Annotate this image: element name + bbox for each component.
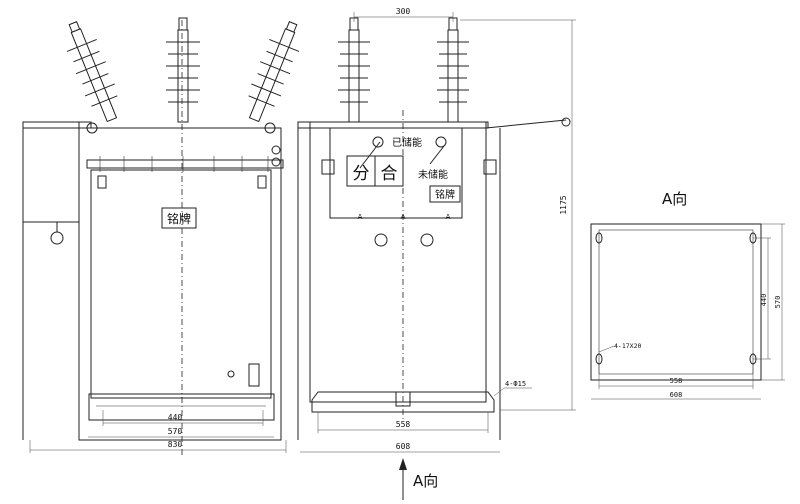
section-mark-a1: A (358, 213, 363, 221)
dim-base-440: 440 (760, 294, 768, 307)
dim-left-570: 570 (168, 427, 183, 436)
ground-terminal (227, 370, 235, 378)
tank (90, 169, 272, 399)
side-bushing-left (338, 17, 370, 123)
operating-panel (329, 127, 463, 219)
left-view: 铭牌 440 570 830 (22, 17, 300, 455)
side-base (311, 391, 495, 413)
bushing-left (66, 21, 118, 123)
side-roof (297, 121, 489, 129)
operating-lever (485, 119, 567, 129)
view-arrow-head (399, 458, 407, 470)
handle-ring (50, 231, 64, 245)
hinge-right (264, 122, 276, 134)
mount-bar (86, 159, 284, 169)
uncharged-indicator (435, 136, 447, 148)
mount-hole-tl (595, 232, 603, 244)
base-plate-inner (598, 229, 754, 375)
dim-right-558: 558 (396, 420, 411, 429)
nameplate-label-left: 铭牌 (167, 211, 191, 226)
dim-1175: 1175 (559, 195, 568, 214)
side-box (22, 121, 80, 223)
bushing-middle (166, 17, 200, 123)
nameplate-box-right (429, 185, 461, 203)
open-label: 分 (353, 164, 370, 184)
nameplate-box-left (161, 207, 197, 229)
panel-clamp-left (321, 159, 335, 175)
base-plate-outline (590, 223, 762, 381)
hole-callout-right: 4-Ф15 (505, 380, 526, 388)
state-charged: 已储能 (392, 136, 422, 149)
dim-right-608: 608 (396, 442, 411, 451)
charged-pointer (359, 141, 381, 169)
bar-bolts (99, 156, 269, 172)
charged-indicator (372, 136, 384, 148)
dim-left-830: 830 (168, 440, 183, 449)
left-dimensions (29, 410, 287, 453)
ring-handle-left (374, 233, 388, 247)
right-view: 已储能 未储能 分 合 铭牌 A A A 300 1175 4-Ф15 (297, 7, 576, 500)
section-mark-a3: A (446, 213, 451, 221)
dim-300: 300 (396, 7, 411, 16)
dim-left-440: 440 (168, 413, 183, 422)
side-bushing-right (437, 17, 469, 123)
view-direction-label: A向 (413, 472, 438, 490)
base-view-title: A向 (662, 190, 687, 208)
base-view: A向 4-17X20 558 608 440 570 (590, 190, 785, 400)
lever-eye (561, 117, 571, 127)
close-label: 合 (381, 164, 398, 184)
side-body (309, 121, 487, 403)
drain-valve (248, 363, 260, 387)
state-uncharged: 未储能 (418, 168, 448, 181)
dim-base-558: 558 (670, 377, 683, 385)
ground-mark-1 (271, 145, 281, 155)
dim-base-608: 608 (670, 391, 683, 399)
hinge-left (86, 122, 98, 134)
nameplate-label-right: 铭牌 (435, 188, 455, 201)
hole-callout-base: 4-17X20 (614, 342, 641, 350)
uncharged-pointer (429, 145, 445, 165)
dim-base-570: 570 (774, 296, 782, 309)
base-plate (88, 393, 275, 421)
clamp-right (257, 175, 267, 189)
main-body (78, 127, 282, 441)
panel-clamp-right (483, 159, 497, 175)
clamp-left (97, 175, 107, 189)
bushing-right (248, 21, 300, 123)
ring-handle-right (420, 233, 434, 247)
ground-mark-2 (271, 157, 281, 167)
roof-lip (22, 121, 92, 129)
